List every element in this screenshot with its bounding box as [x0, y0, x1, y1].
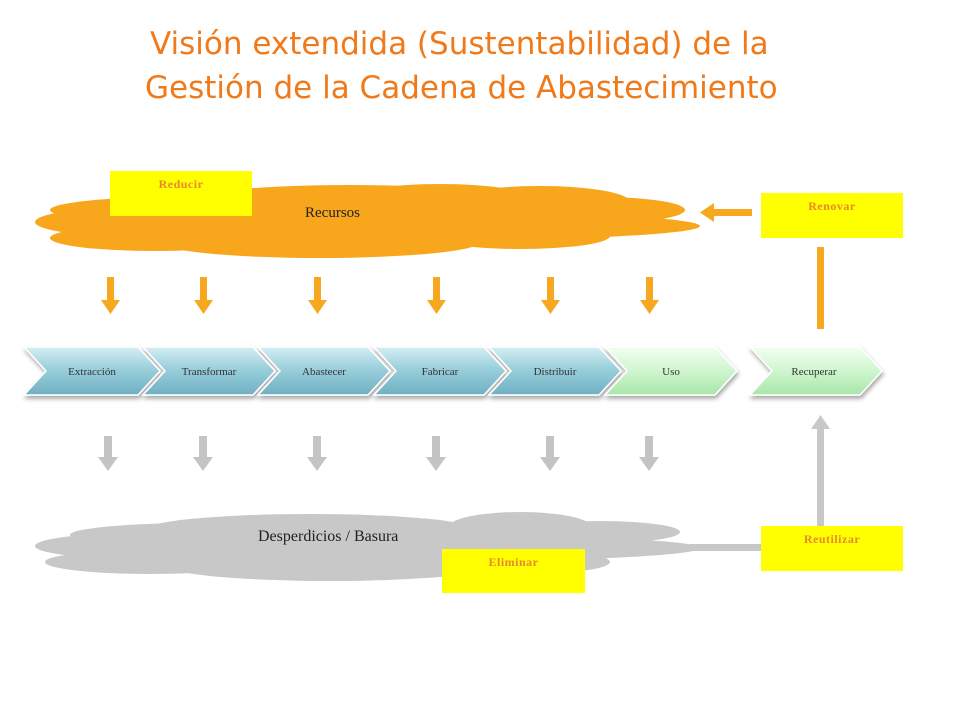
waste-arrow [193, 436, 213, 471]
reducir-label: Reducir [110, 171, 252, 216]
chevron-distribuir [487, 346, 623, 396]
chain-label: Distribuir [534, 366, 577, 378]
resource-arrow [541, 277, 560, 314]
waste-arrow [307, 436, 327, 471]
page-title: Visión extendida (Sustentabilidad) de la… [120, 22, 840, 110]
chain-labels: Extracción Transformar Abastecer Fabrica… [68, 366, 837, 378]
resource-arrows [101, 277, 659, 314]
renovar-connector [817, 247, 824, 329]
waste-to-reutilizar-bar [690, 544, 762, 551]
chevron-transformar [141, 346, 277, 396]
chain-label: Recuperar [791, 366, 837, 378]
waste-cloud [35, 512, 700, 581]
chevron-recuperar [748, 346, 884, 396]
chain-label: Fabricar [422, 366, 459, 378]
chevron-fabricar [372, 346, 508, 396]
waste-arrow [98, 436, 118, 471]
renovar-arrow [700, 203, 752, 222]
chevron-extraccion [22, 346, 162, 396]
reutilizar-arrow [811, 415, 830, 526]
chain-label: Transformar [182, 366, 237, 378]
renovar-label: Renovar [761, 193, 903, 238]
waste-arrow [639, 436, 659, 471]
resource-arrow [101, 277, 120, 314]
chevron-abastecer [256, 346, 392, 396]
waste-arrow [426, 436, 446, 471]
resource-arrow [308, 277, 327, 314]
waste-arrows [98, 436, 659, 471]
chain-label: Uso [662, 366, 680, 378]
resource-arrow [640, 277, 659, 314]
chevron-uso [603, 346, 739, 396]
supply-chain [22, 346, 884, 396]
waste-cloud-label: Desperdicios / Basura [258, 528, 399, 545]
title-line-2: Gestión de la Cadena de Abastecimiento [145, 70, 778, 106]
title-line-1: Visión extendida (Sustentabilidad) de la [150, 26, 769, 62]
waste-arrow [540, 436, 560, 471]
resource-arrow [427, 277, 446, 314]
resource-arrow [194, 277, 213, 314]
resources-cloud-label: Recursos [305, 205, 360, 221]
reutilizar-label: Reutilizar [761, 526, 903, 571]
chain-label: Abastecer [302, 366, 346, 378]
chain-label: Extracción [68, 366, 116, 378]
eliminar-label: Eliminar [442, 549, 585, 593]
